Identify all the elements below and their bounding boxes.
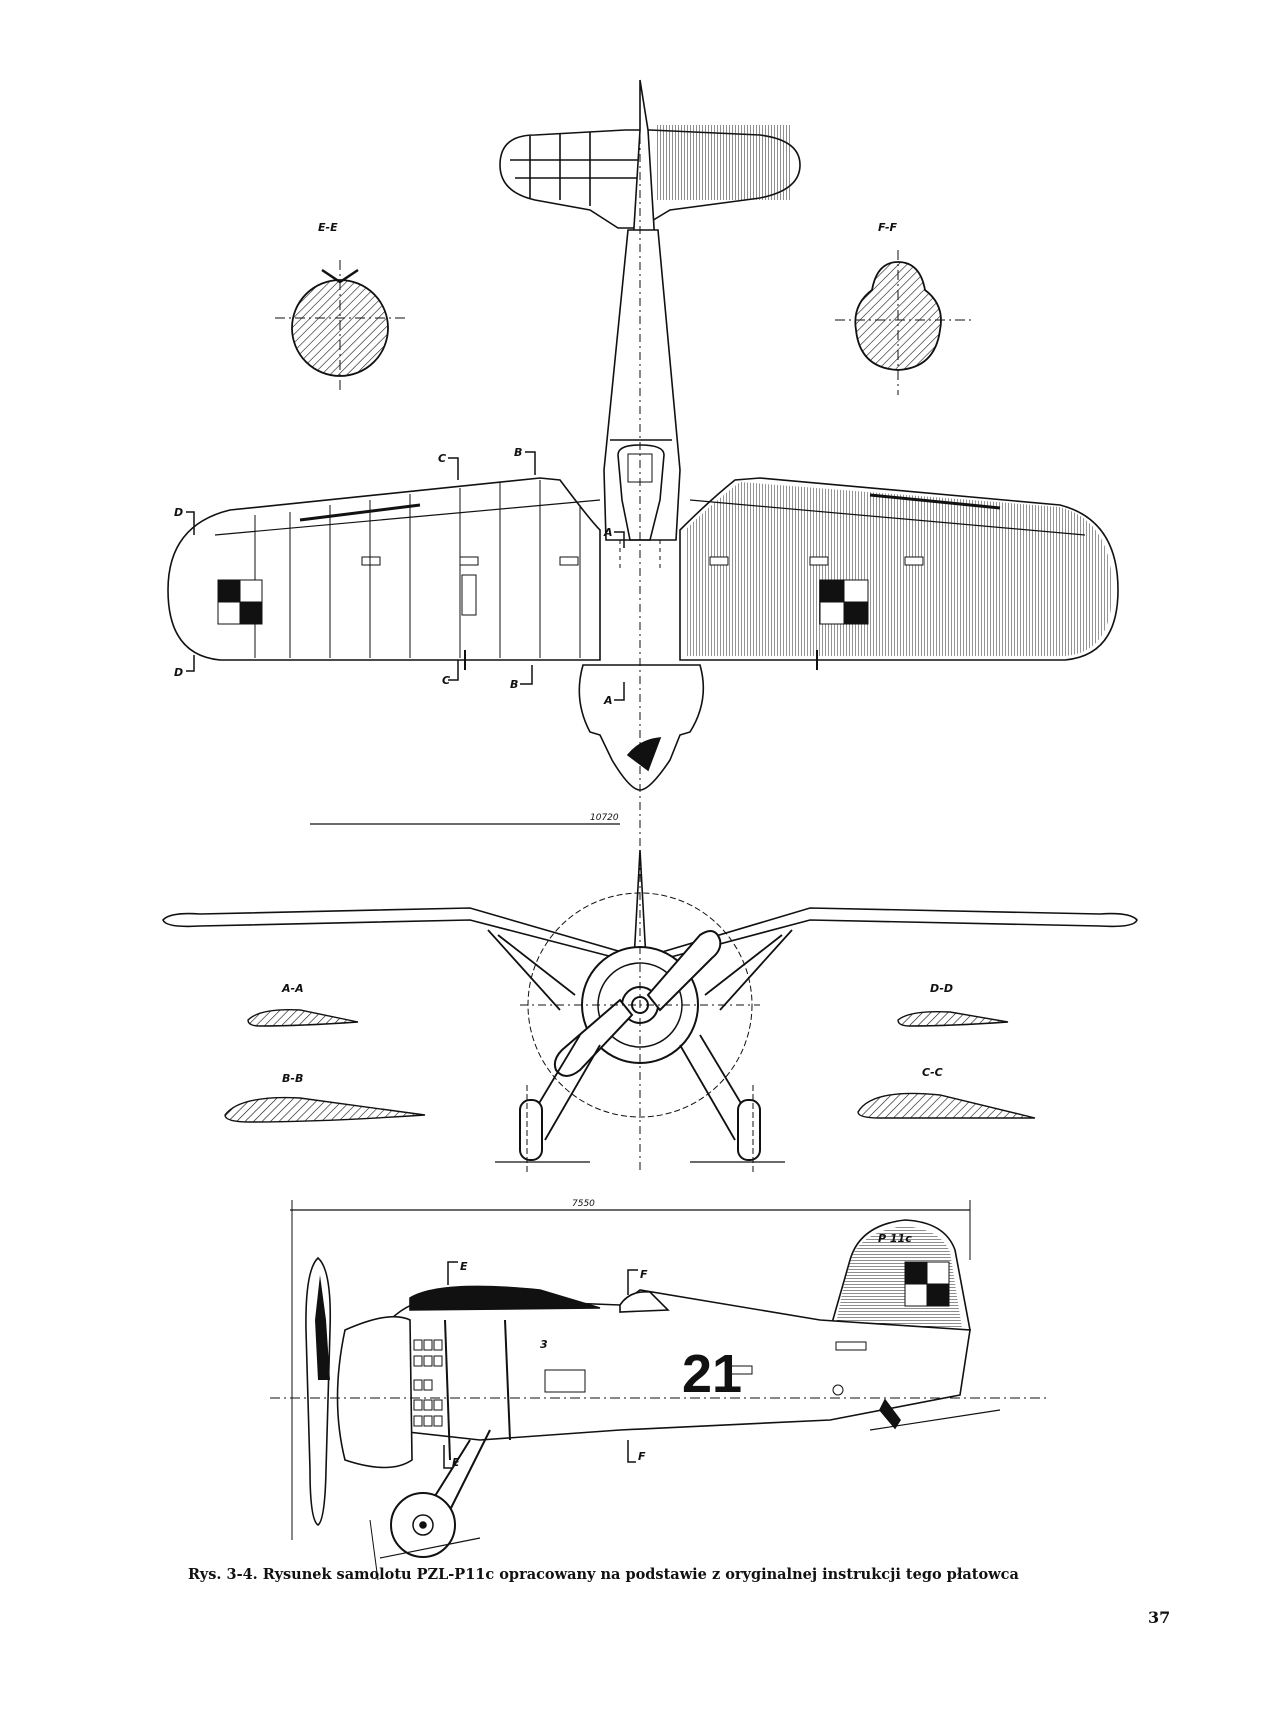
marker-F-top: F: [640, 1268, 648, 1281]
front-right-wing: [651, 907, 1138, 964]
span-dimension: 10720: [590, 813, 619, 823]
front-left-wing: [162, 907, 633, 964]
profile-A-A-label: A-A: [281, 982, 304, 995]
marker-d-bottom: D: [174, 666, 183, 679]
marker-F-bottom: F: [638, 1450, 646, 1463]
profile-A-A-shape: [247, 1009, 359, 1027]
marker-c-top: C: [438, 452, 446, 465]
section-F-F-label: F-F: [878, 221, 898, 234]
wing-side: [409, 1285, 601, 1311]
marker-E-bottom: E: [452, 1456, 460, 1469]
marker-a-bottom: A: [603, 694, 613, 707]
section-E-E-label: E-E: [318, 221, 338, 234]
marker-c-bottom: C: [442, 674, 450, 687]
top-view: [167, 79, 1119, 791]
horizontal-stabilizer: [499, 129, 801, 229]
page-number: 37: [1148, 1608, 1171, 1627]
profile-D-D-label: D-D: [930, 982, 953, 995]
section-F-F: [835, 250, 972, 395]
marker-E-top: E: [460, 1260, 468, 1273]
tail-checker: [904, 1261, 950, 1307]
engine-cowl-side: [336, 1315, 413, 1469]
marker-a-top: A: [603, 526, 613, 539]
marker-b-bottom: B: [510, 678, 518, 691]
figure-caption: Rys. 3-4. Rysunek samolotu PZL-P11c opra…: [188, 1566, 1019, 1583]
profile-D-D-shape: [897, 1010, 1009, 1027]
left-wing-top: [167, 477, 601, 661]
propeller-blade-front: [646, 930, 722, 1012]
engine-top: [578, 664, 705, 791]
profile-B-B-shape: [224, 1096, 426, 1123]
marker-b-top: B: [514, 446, 522, 459]
marker-d-top: D: [174, 506, 183, 519]
tail-marking: P 11c: [878, 1232, 912, 1245]
section-E-E: [275, 260, 408, 390]
profile-B-B-label: B-B: [282, 1072, 303, 1085]
profile-C-C-shape: [857, 1092, 1036, 1119]
cockpit-top: [617, 444, 665, 541]
length-dimension: 7550: [572, 1199, 595, 1209]
small-mark: 3: [540, 1338, 548, 1351]
left-wing-checker: [217, 579, 263, 625]
fuselage-top: [603, 229, 681, 541]
fuselage-number: 21: [682, 1344, 742, 1404]
side-view: [305, 1219, 1001, 1581]
right-wing-checker: [819, 579, 869, 625]
front-view: [162, 823, 1138, 1175]
profile-C-C-label: C-C: [922, 1066, 943, 1079]
